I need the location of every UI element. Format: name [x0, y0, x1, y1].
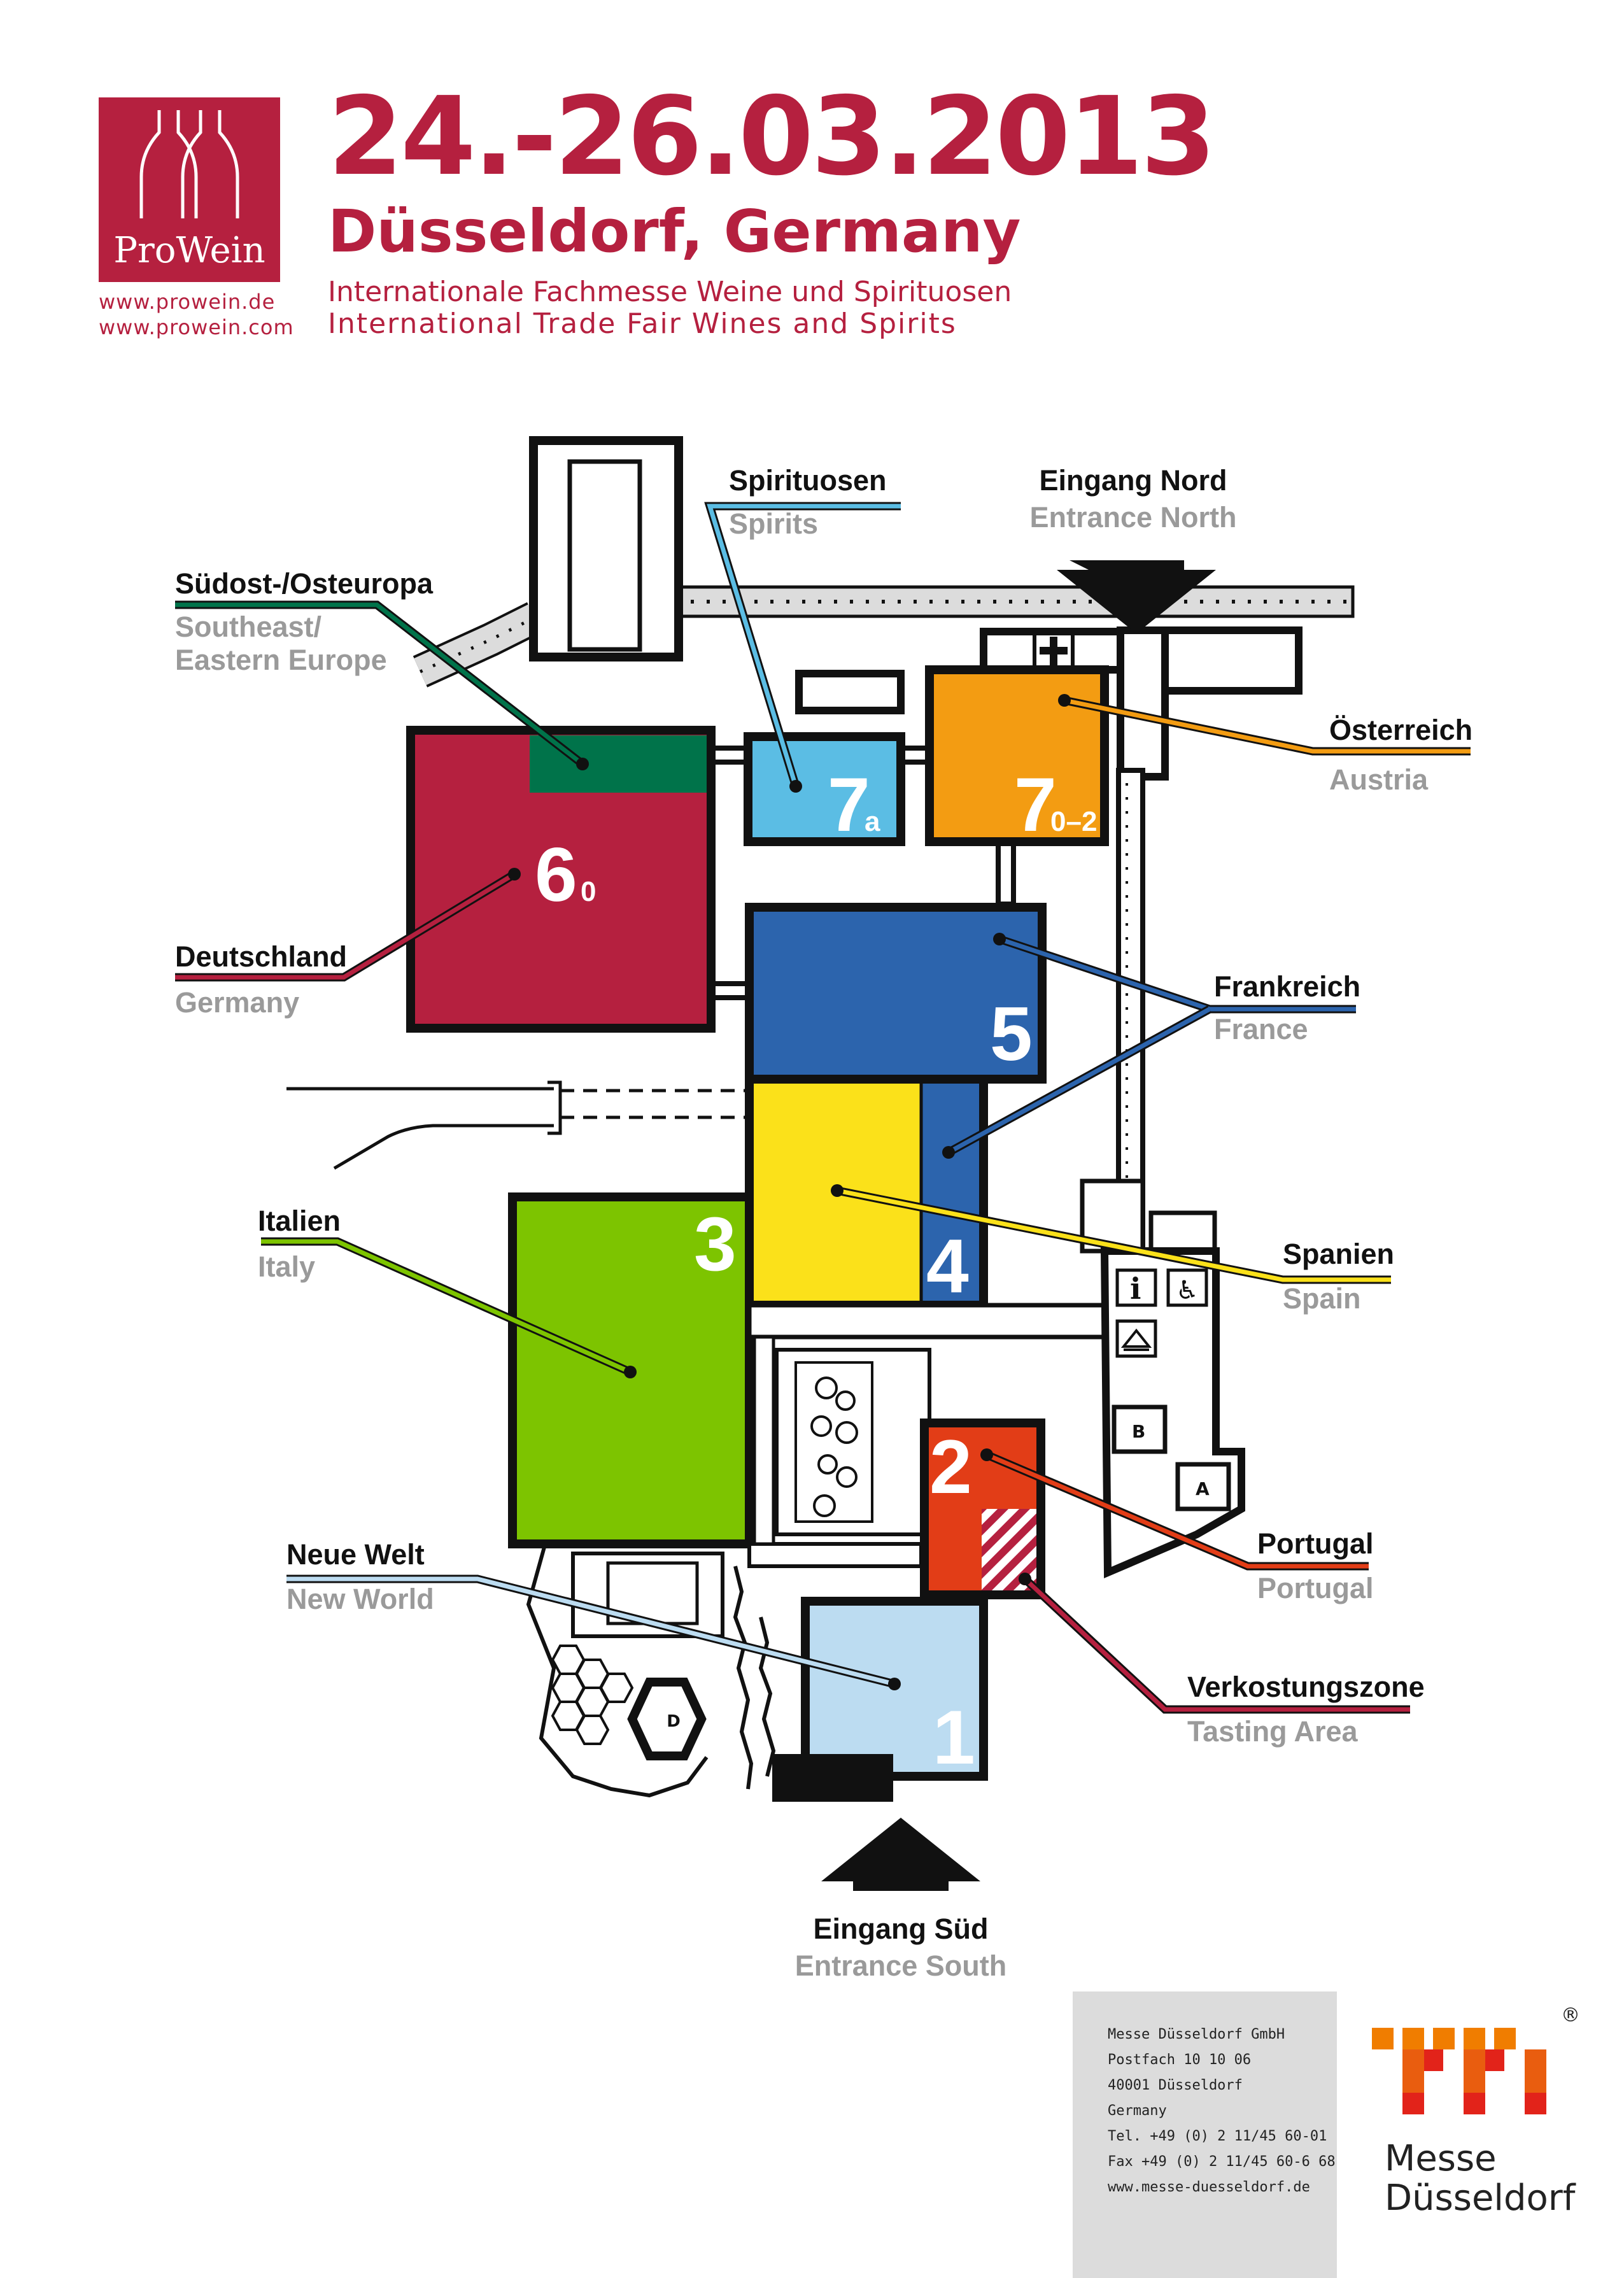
address-line: 40001 Düsseldorf [1108, 2077, 1243, 2093]
hall-7a[interactable]: 7 a [744, 732, 905, 847]
label-tasting-en: Tasting Area [1187, 1715, 1359, 1748]
label-north-de: Eingang Nord [1040, 464, 1227, 497]
hall-6-sub: 0 [581, 876, 596, 907]
label-southeast-de: Südost-/Osteuropa [175, 567, 434, 600]
hall-4[interactable]: 4 [745, 1075, 988, 1310]
label-austria-de: Österreich [1329, 714, 1472, 746]
hall-1-number: 1 [933, 1695, 975, 1780]
registered-mark: ® [1561, 2004, 1580, 2027]
label-portugal-de: Portugal [1257, 1527, 1374, 1560]
entrance-north-arrow[interactable] [1057, 560, 1216, 633]
event-city: Düsseldorf, Germany [328, 197, 1021, 265]
prowein-logo: ProWein [99, 97, 280, 282]
wine-bottles-icon [139, 110, 239, 218]
label-spain-de: Spanien [1283, 1238, 1394, 1270]
event-date: 24.-26.03.2013 [328, 74, 1216, 200]
marker-d: D [667, 1712, 681, 1731]
label-newworld-de: Neue Welt [286, 1538, 425, 1571]
hall-7-sub: 0–2 [1050, 806, 1097, 837]
messe-line-2: Düsseldorf [1385, 2177, 1576, 2219]
messe-logo [1372, 2028, 1546, 2114]
cloakroom-icon [1120, 1328, 1152, 1351]
hall-7a-number: 7 [828, 762, 870, 847]
hall-7a-sub: a [865, 806, 880, 837]
label-north-en: Entrance North [1029, 501, 1236, 534]
label-austria-en: Austria [1329, 763, 1429, 796]
label-germany-de: Deutschland [175, 940, 347, 973]
leader-lines [175, 502, 1471, 1714]
hall-3[interactable]: 3 [508, 1192, 754, 1548]
website-link[interactable]: www.messe-duesseldorf.de [1108, 2179, 1310, 2195]
address-line: Messe Düsseldorf GmbH [1108, 2027, 1285, 2042]
hall-1[interactable]: 1 [801, 1597, 988, 1781]
first-aid-icon [1040, 637, 1068, 665]
label-france-en: France [1214, 1013, 1308, 1045]
hall-3-number: 3 [694, 1201, 737, 1287]
hall-2[interactable]: 2 [920, 1418, 1045, 1599]
address-line: Postfach 10 10 06 [1108, 2052, 1252, 2068]
label-portugal-en: Portugal [1257, 1572, 1374, 1604]
address-box: Messe Düsseldorf GmbH Postfach 10 10 06 … [1073, 1991, 1337, 2278]
marker-b: B [1132, 1421, 1145, 1442]
tagline-de: Internationale Fachmesse Weine und Spiri… [328, 276, 1012, 308]
hall-7-number: 7 [1014, 762, 1057, 847]
label-southeast-en1: Southeast/ [175, 611, 322, 643]
south-gate [772, 1754, 893, 1802]
label-italy-en: Italy [258, 1250, 315, 1283]
label-germany-en: Germany [175, 986, 299, 1019]
label-south-de: Eingang Süd [814, 1913, 989, 1945]
north-building [529, 436, 683, 661]
label-italy-de: Italien [258, 1205, 341, 1237]
address-line: Germany [1108, 2103, 1167, 2119]
hall-4-number: 4 [926, 1224, 969, 1309]
label-spirits-en: Spirits [729, 507, 818, 540]
hall-5[interactable]: 5 [745, 903, 1047, 1084]
url-de[interactable]: www.prowein.de [99, 290, 276, 314]
url-com[interactable]: www.prowein.com [99, 315, 294, 339]
hall-2-number: 2 [929, 1424, 972, 1510]
entrance-south-arrow[interactable] [821, 1818, 980, 1891]
fax: Fax +49 (0) 2 11/45 60-6 68 [1108, 2154, 1336, 2170]
label-southeast-en2: Eastern Europe [175, 644, 387, 676]
messe-line-1: Messe [1385, 2138, 1497, 2179]
label-newworld-en: New World [286, 1583, 434, 1615]
tagline-en: International Trade Fair Wines and Spiri… [328, 308, 957, 340]
logo-word: ProWein [113, 230, 265, 271]
hall-5-number: 5 [990, 991, 1033, 1077]
label-south-en: Entrance South [795, 1949, 1007, 1982]
messe-wordmark: Messe Düsseldorf [1385, 2139, 1576, 2218]
service-building [1080, 1178, 1245, 1579]
label-tasting-de: Verkostungszone [1187, 1671, 1425, 1703]
info-icon[interactable]: i [1130, 1271, 1141, 1306]
phone[interactable]: Tel. +49 (0) 2 11/45 60-01 [1108, 2128, 1327, 2144]
label-france-de: Frankreich [1214, 970, 1360, 1003]
hall-6[interactable]: 6 0 [406, 726, 716, 1033]
wheelchair-icon: ♿ [1176, 1276, 1199, 1305]
small-building [795, 670, 905, 714]
hall-6-number: 6 [535, 832, 577, 917]
hall-7[interactable]: 7 0–2 [925, 665, 1109, 847]
label-spain-en: Spain [1283, 1282, 1361, 1315]
label-spirits-de: Spirituosen [729, 464, 887, 497]
marker-a: A [1196, 1478, 1210, 1499]
south-structures [526, 1546, 776, 1798]
